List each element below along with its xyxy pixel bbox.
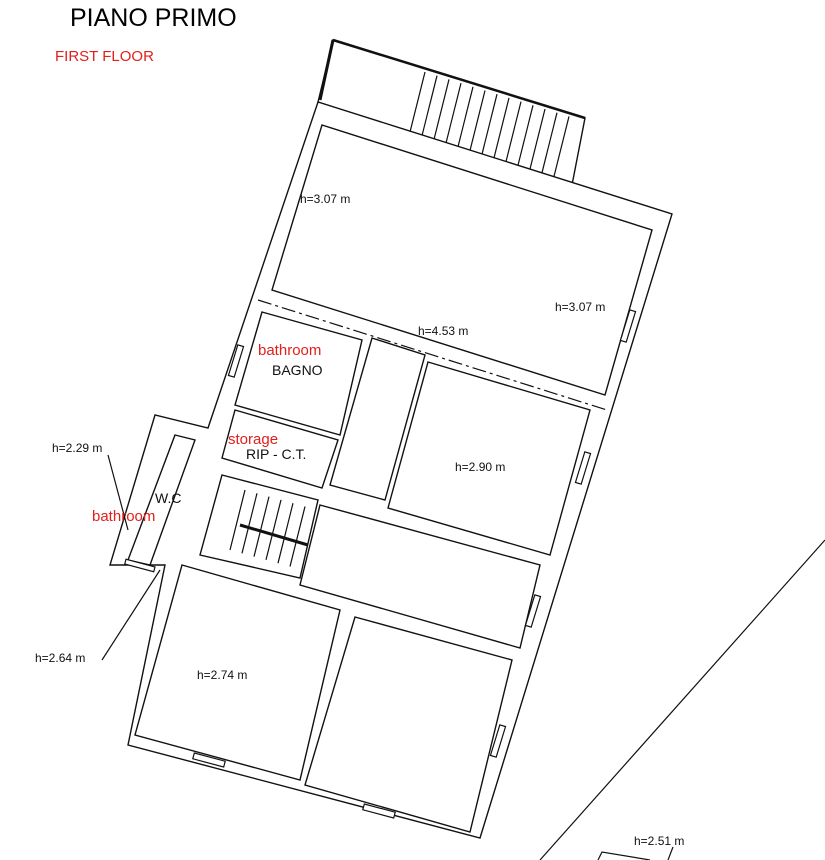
room-label-en: storage bbox=[228, 431, 278, 448]
stair-tread bbox=[289, 506, 306, 567]
stair-tread bbox=[277, 503, 294, 564]
leader-line bbox=[107, 454, 129, 531]
stair-tread bbox=[550, 116, 570, 187]
room-bottom-left bbox=[134, 564, 341, 781]
stair-tread bbox=[430, 79, 450, 150]
height-label: h=3.07 m bbox=[300, 192, 350, 206]
height-label: h=4.53 m bbox=[418, 324, 468, 338]
room-bottom-right bbox=[304, 616, 513, 833]
stair-tread bbox=[466, 90, 486, 161]
page-title: PIANO PRIMO bbox=[70, 4, 237, 32]
stair-tread bbox=[418, 75, 438, 146]
room-label-en: bathroom bbox=[258, 342, 321, 359]
height-label: h=3.07 m bbox=[555, 300, 605, 314]
height-label: h=2.51 m bbox=[634, 834, 684, 848]
height-label: h=2.29 m bbox=[52, 441, 102, 455]
room-storage bbox=[221, 409, 339, 489]
room-main-hall bbox=[271, 124, 653, 396]
room-label-it: RIP - C.T. bbox=[246, 446, 306, 462]
corridor bbox=[329, 337, 426, 501]
stair-tread bbox=[229, 489, 246, 551]
height-label: h=2.90 m bbox=[455, 460, 505, 474]
stair-tread bbox=[241, 493, 258, 554]
stairwell bbox=[199, 474, 319, 579]
room-label-it: BAGNO bbox=[272, 362, 323, 378]
room-right bbox=[387, 361, 591, 556]
stair-tread bbox=[478, 94, 498, 165]
stair-tread bbox=[406, 71, 426, 143]
page-subtitle: FIRST FLOOR bbox=[55, 48, 154, 65]
stair-tread bbox=[490, 97, 510, 169]
stair-treads bbox=[229, 489, 306, 567]
height-label: h=2.64 m bbox=[35, 651, 85, 665]
top-stair-treads bbox=[406, 71, 570, 187]
landing-hall bbox=[299, 504, 541, 649]
leader-line bbox=[101, 569, 161, 661]
beam-line bbox=[257, 299, 608, 411]
stair-tread bbox=[442, 82, 462, 154]
stair-handrail bbox=[239, 523, 309, 547]
stair-tread bbox=[502, 101, 522, 172]
windows bbox=[123, 309, 637, 819]
room-bathroom bbox=[234, 311, 363, 436]
stair-tread bbox=[454, 86, 474, 157]
stair-tread bbox=[253, 496, 270, 557]
stair-tread bbox=[514, 105, 534, 176]
room-label-en: bathroom bbox=[92, 508, 155, 525]
leader-line bbox=[667, 846, 674, 860]
stair-tread bbox=[265, 499, 282, 561]
stair-tread bbox=[538, 112, 558, 183]
room-label-it: W.C bbox=[155, 490, 181, 506]
height-label: h=2.74 m bbox=[197, 668, 247, 682]
external-building-edge bbox=[597, 851, 651, 860]
stair-tread bbox=[526, 108, 546, 180]
site-boundary-line bbox=[539, 539, 825, 860]
